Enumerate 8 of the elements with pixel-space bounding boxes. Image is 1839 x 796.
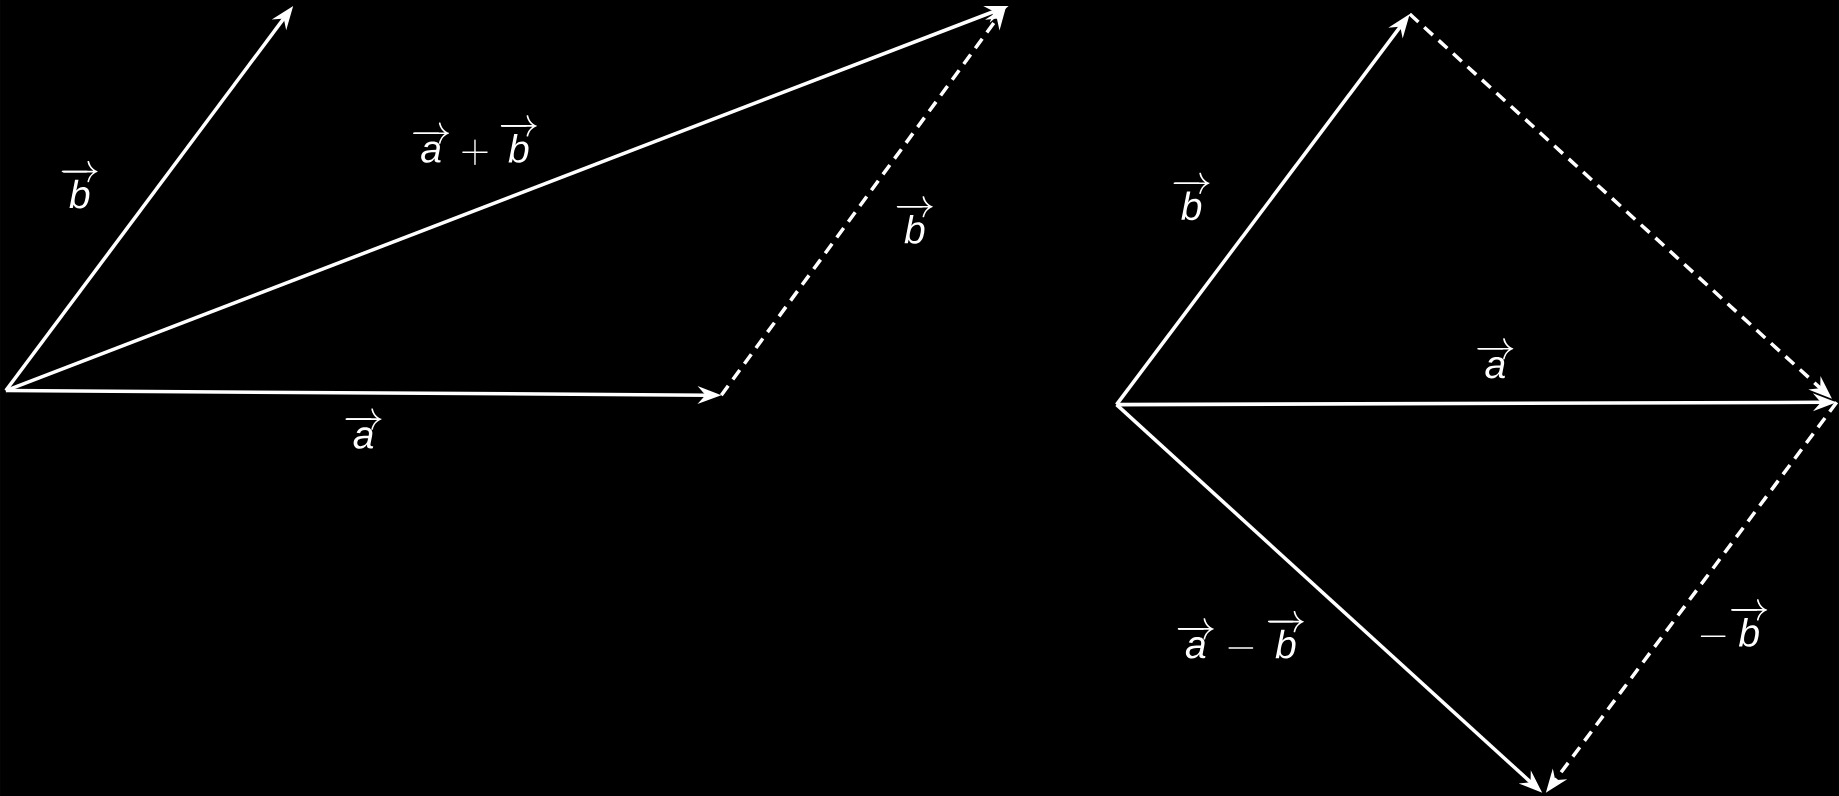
vector-label: $\overrightarrow{\mathsf{a}}$ <box>345 408 382 449</box>
vector-label: $\overrightarrow{\mathsf{b}}$ <box>61 160 98 209</box>
vector-label: $\overrightarrow{\mathsf{a}}+\overrightarrow{\mathsf{b}}$ <box>413 115 537 165</box>
vector-label: $\overrightarrow{\mathsf{a}}$ <box>1477 338 1514 379</box>
vector-label: $\overrightarrow{\mathsf{a}}-\overrightarrow{\mathsf{b}}$ <box>1177 610 1304 659</box>
vector-label: $-\overrightarrow{\mathsf{b}}$ <box>1700 599 1768 647</box>
vector-label: $\overrightarrow{\mathsf{b}}$ <box>1173 172 1210 220</box>
vector-label: $\overrightarrow{\mathsf{b}}$ <box>896 196 933 244</box>
